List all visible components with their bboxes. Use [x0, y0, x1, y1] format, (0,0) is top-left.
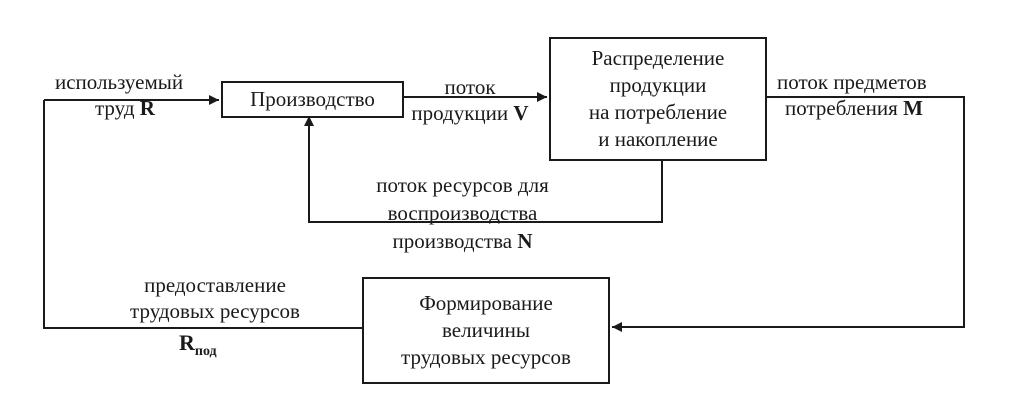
label-resource-flow-symbol: N [517, 229, 533, 253]
label-product-flow-line2: продукции [411, 101, 509, 125]
box-formation-label: Формирование величины трудовых ресурсов [401, 291, 571, 369]
box-production: Производство [221, 81, 404, 118]
label-product-flow-symbol: V [513, 101, 529, 125]
box-production-label: Производство [250, 87, 375, 111]
box-distribution-label: Распределение продукции на потребление и… [588, 46, 728, 151]
label-consumer-goods-flow-line1: поток предметов [777, 70, 927, 94]
label-labor-used-line2: труд [95, 96, 135, 120]
arrow-distribution-to-formation [612, 96, 965, 332]
label-labor-supply-symbol: R [179, 330, 195, 355]
label-resource-flow-line3: производства [392, 229, 513, 253]
label-labor-supply-line2: трудовых ресурсов [130, 299, 300, 323]
label-labor-supply: предоставление трудовых ресурсов [105, 272, 325, 324]
label-consumer-goods-flow: поток предметов потребления M [777, 69, 927, 121]
line-formation-to-labor [43, 100, 362, 329]
label-labor-used: используемый труд R [55, 69, 183, 121]
label-consumer-goods-flow-symbol: M [903, 96, 923, 120]
label-resource-flow-line1: поток ресурсов для [376, 173, 549, 197]
label-product-flow-line1: поток [444, 75, 496, 99]
box-distribution: Распределение продукции на потребление и… [549, 37, 767, 161]
label-labor-used-symbol: R [139, 96, 155, 120]
label-resource-flow: поток ресурсов для воспроизводства произ… [350, 172, 575, 254]
label-labor-supply-subscript: под [194, 344, 217, 359]
label-product-flow: поток продукции V [400, 74, 540, 126]
arrow-resources-to-production [304, 116, 663, 223]
label-labor-supply-symbol-wrap: Rпод [179, 330, 217, 365]
label-labor-used-line1: используемый [55, 70, 184, 94]
box-formation: Формирование величины трудовых ресурсов [362, 277, 610, 384]
label-labor-supply-line1: предоставление [144, 273, 286, 297]
label-consumer-goods-flow-line2: потребления [785, 96, 898, 120]
label-resource-flow-line2: воспроизводства [387, 201, 538, 225]
